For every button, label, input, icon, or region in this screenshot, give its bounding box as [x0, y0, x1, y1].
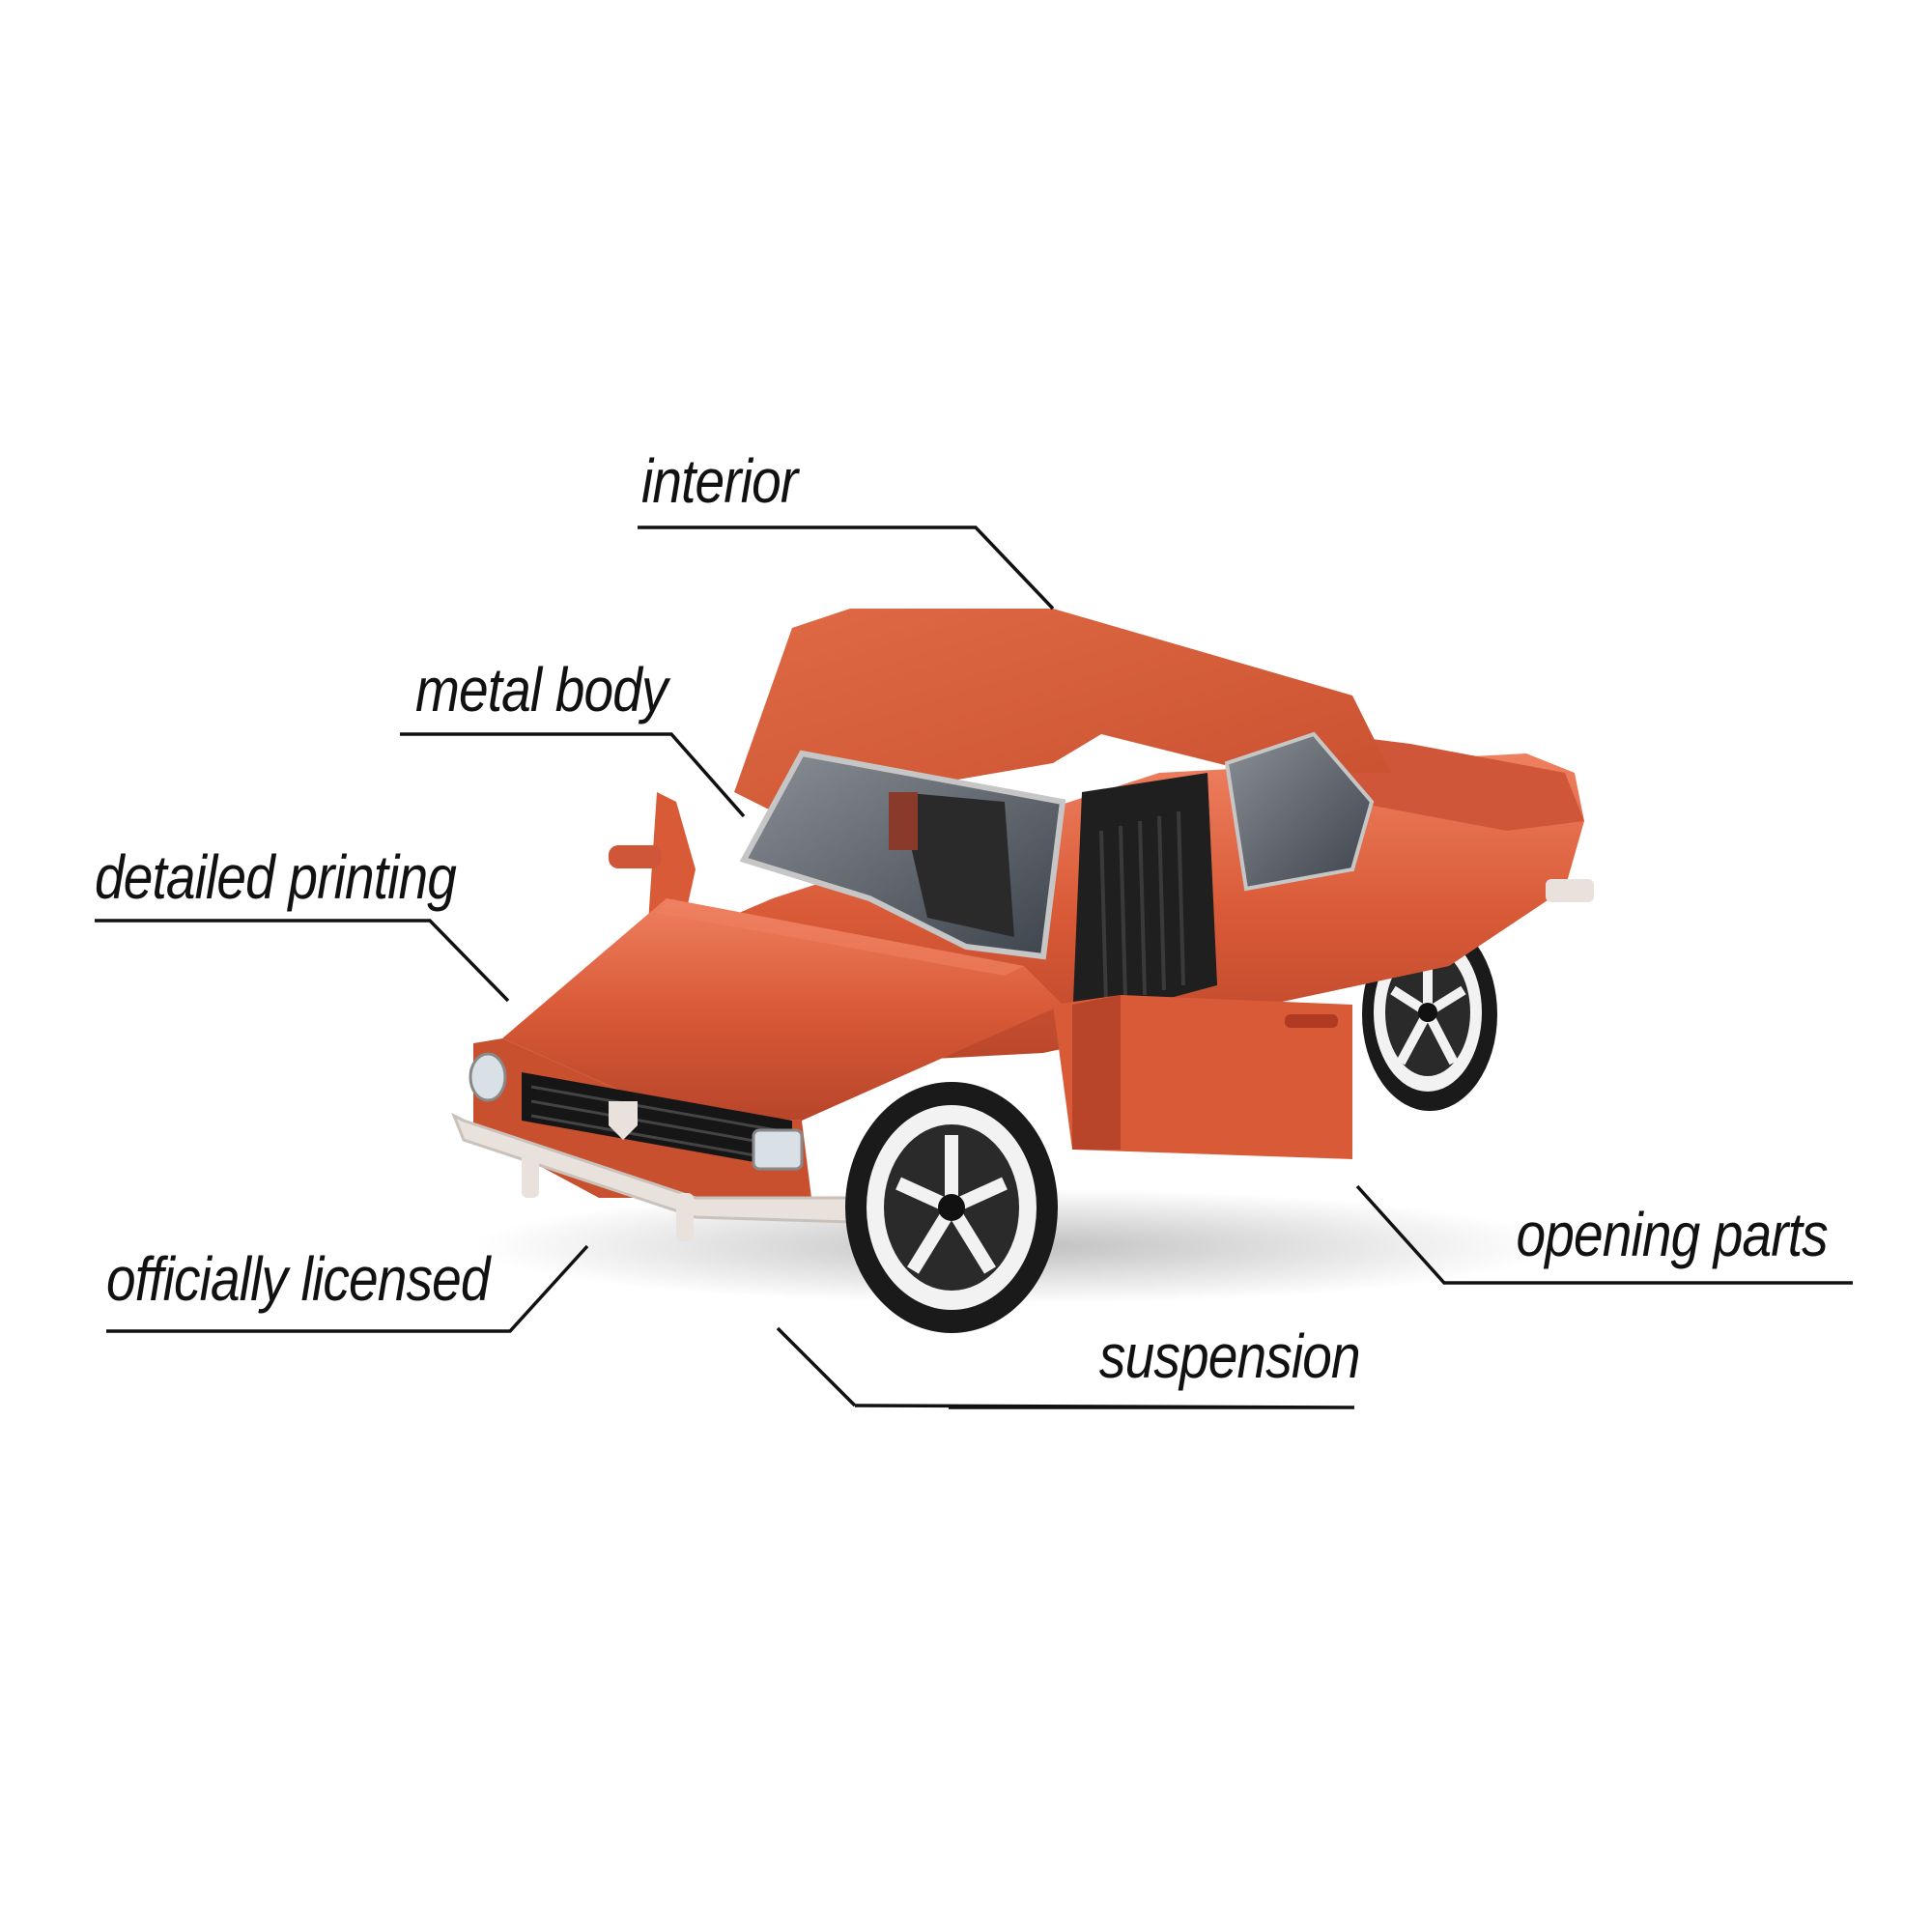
- label-detailed-printing: detailed printing: [95, 842, 457, 912]
- callout-line-suspension: [854, 1404, 1355, 1409]
- door-handle: [1285, 1014, 1338, 1028]
- bumper-guard-right: [676, 1193, 694, 1241]
- side-mirror: [609, 845, 662, 868]
- car-roof: [734, 609, 1391, 811]
- rear-bumper: [1546, 879, 1594, 902]
- interior-seat: [898, 792, 1014, 937]
- front-wheel: [845, 1082, 1058, 1333]
- grille-slats: [530, 1085, 788, 1163]
- dacia-badge-icon: [609, 1101, 638, 1140]
- car-trunk: [1333, 734, 1584, 831]
- seat-stripes: [1099, 810, 1185, 1006]
- interior-detail: [889, 792, 918, 850]
- hood-highlight: [657, 898, 1024, 976]
- side-window: [1224, 731, 1375, 892]
- callout-line-interior: [638, 526, 1055, 611]
- callout-lines: [95, 526, 1853, 1409]
- door-edge: [1072, 995, 1121, 1150]
- label-opening-parts: opening parts: [1516, 1200, 1829, 1269]
- bumper-guard-left: [522, 1150, 539, 1198]
- label-interior: interior: [641, 446, 798, 516]
- headlight-right: [752, 1128, 804, 1171]
- callout-line-detailed-printing: [95, 919, 510, 1003]
- opened-door: [1053, 995, 1352, 1159]
- label-officially-licensed: officially licensed: [106, 1244, 491, 1314]
- callout-line-opening-parts: [1355, 1184, 1853, 1285]
- label-metal-body: metal body: [415, 655, 668, 724]
- callout-line-suspension-diag: [776, 1326, 857, 1407]
- label-suspension: suspension: [1099, 1321, 1361, 1391]
- headlight-left: [469, 1052, 507, 1102]
- callout-line-officially-licensed: [106, 1244, 589, 1333]
- callout-line-metal-body: [400, 732, 746, 818]
